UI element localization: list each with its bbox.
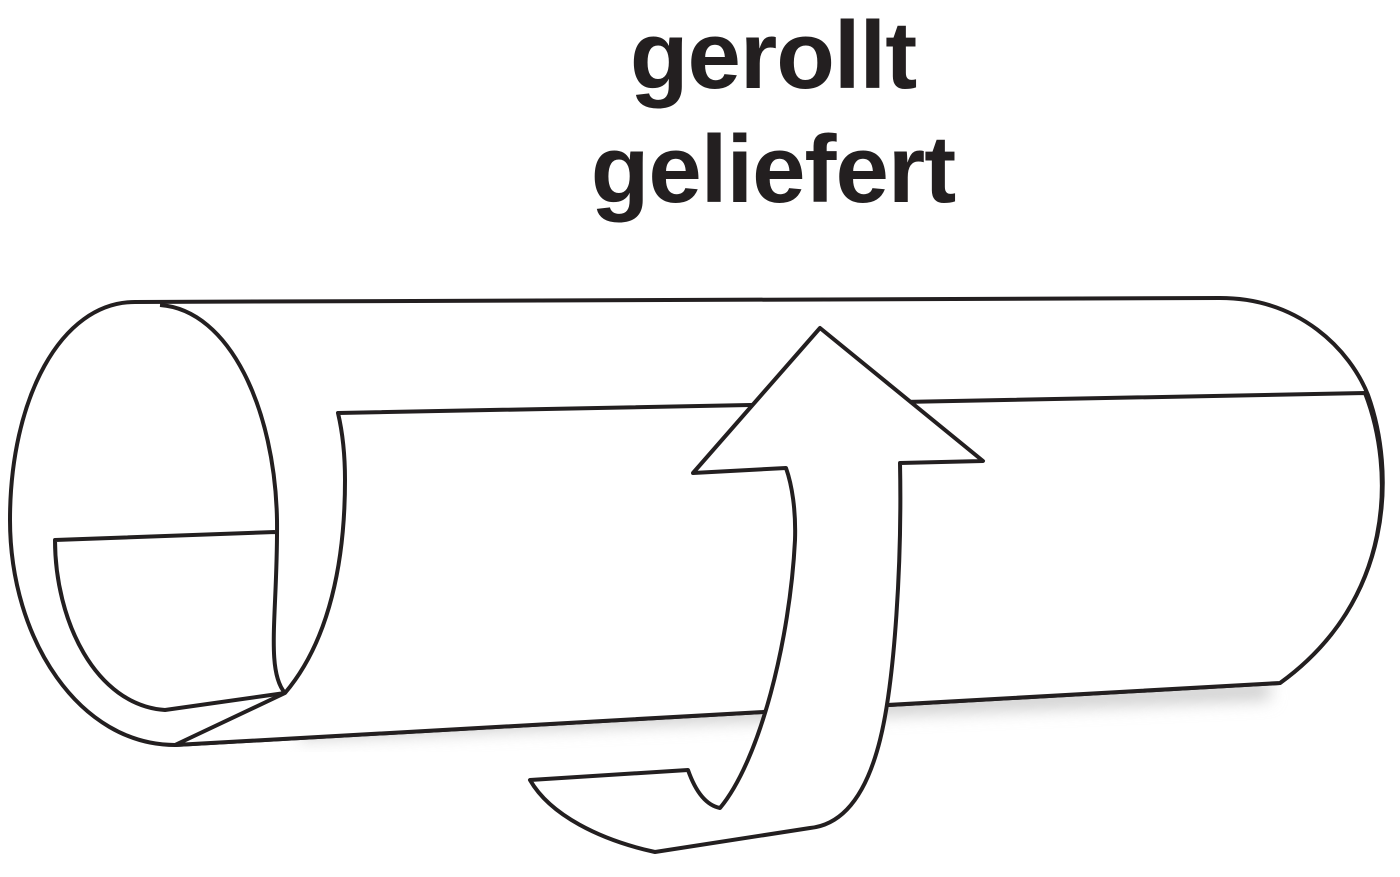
sheet-front [173,391,1384,747]
heading-line-1: gerollt [629,2,917,109]
rotation-arrow-icon [528,326,985,854]
heading-line-2: geliefert [590,116,956,223]
tube-opening [53,303,287,712]
